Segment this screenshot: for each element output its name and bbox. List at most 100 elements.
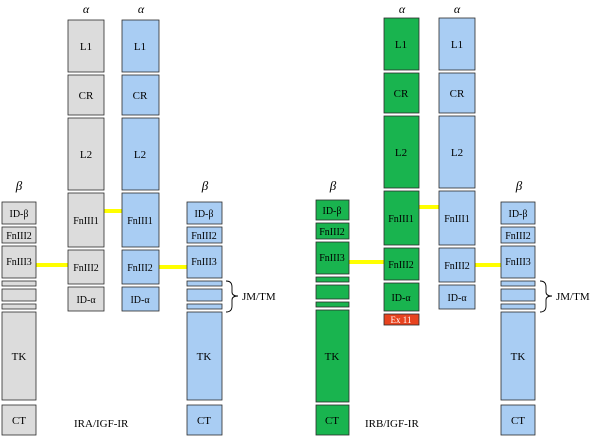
id-alpha-domain [67,286,105,312]
beta-label: β [329,178,337,193]
exon11-label: Ex 11 [391,315,412,325]
fniii2-domain [315,222,350,240]
cr-label: CR [450,88,465,100]
cr-domain [121,74,160,116]
disulfide-bonds [36,205,501,269]
l2-domain [121,117,160,191]
alpha-label: α [138,2,145,16]
id-alpha-label: ID-α [130,295,150,306]
id-alpha-label: ID-α [391,293,411,304]
tm-segment [315,301,350,308]
fniii3-domain [1,245,37,279]
ct-domain [186,404,223,436]
ct-label: CT [511,415,525,427]
irb-beta-chain-green: β ID-β FnIII2 FnIII3 TK CT [315,178,350,436]
l1-domain [121,19,160,73]
id-alpha-label: ID-α [447,293,467,304]
id-beta-domain [186,201,223,225]
fniii1-domain [383,190,420,246]
brace-icon [539,280,553,313]
l1-domain [67,19,105,73]
ira-alpha-chain-gray: α L1 CR L2 FnIII1 FnIII2 ID-α [67,2,105,312]
irb-beta-chain-blue: β ID-β FnIII2 FnIII3 TK CT [500,178,536,436]
fniii2-domain [383,247,420,281]
fniii2-domain [121,249,160,285]
jm-segment-1 [315,276,350,283]
cr-domain [383,72,420,114]
jm-segment-2 [500,288,536,302]
fniii1-label: FnIII1 [444,214,470,225]
brace-icon [225,280,239,313]
fniii1-label: FnIII1 [73,216,99,227]
jmtm-brace-irb: JM/TM [539,280,590,313]
fniii2-domain [1,226,37,244]
fniii3-label: FnIII3 [505,257,531,268]
jm-segment-1 [500,280,536,287]
ct-label: CT [325,415,339,427]
id-beta-domain [315,199,350,221]
exon11-domain [383,313,420,326]
jm-segment-2 [186,288,223,302]
l2-label: L2 [80,149,92,161]
fniii2-domain [67,249,105,285]
jm-segment-1 [1,280,37,287]
fniii2-label: FnIII2 [388,260,414,271]
beta-label: β [201,178,209,193]
tk-domain [186,311,223,401]
jm-segment-2 [1,288,37,302]
cr-label: CR [394,88,409,100]
id-beta-domain [500,201,536,225]
fniii2-label: FnIII2 [319,227,345,238]
l1-domain [383,17,420,71]
ct-label: CT [12,415,26,427]
fniii2-label: FnIII2 [6,231,32,242]
l1-label: L1 [80,41,92,53]
fniii3-domain [315,241,350,275]
fniii2-label: FnIII2 [127,263,153,274]
tk-label: TK [325,351,340,363]
alpha-label: α [399,2,406,16]
jmtm-label: JM/TM [556,291,590,303]
fniii2-label: FnIII2 [191,231,217,242]
beta-label: β [515,178,523,193]
id-alpha-domain [383,282,420,312]
fniii1-domain [438,190,476,246]
id-beta-label: ID-β [10,209,29,220]
ct-domain [500,404,536,436]
cr-label: CR [133,90,148,102]
ct-domain [1,404,37,436]
jmtm-label: JM/TM [242,291,276,303]
l1-domain [438,17,476,71]
l2-domain [67,117,105,191]
fniii3-label: FnIII3 [6,257,32,268]
id-alpha-domain [438,284,476,310]
alpha-label: α [454,2,461,16]
cr-label: CR [79,90,94,102]
tm-segment [186,303,223,310]
irb-alpha-chain-blue: α L1 CR L2 FnIII1 FnIII2 ID-α [438,2,476,310]
tk-domain [1,311,37,401]
ct-label: CT [197,415,211,427]
l1-label: L1 [134,41,146,53]
ira-beta-chain-blue: β ID-β FnIII2 FnIII3 TK CT [186,178,223,436]
id-beta-label: ID-β [195,209,214,220]
fniii1-domain [67,192,105,248]
l2-domain [383,115,420,189]
fniii1-label: FnIII1 [127,216,153,227]
ira-alpha-chain-blue: α L1 CR L2 FnIII1 FnIII2 ID-α [121,2,160,312]
tk-domain [500,311,536,401]
tk-label: TK [511,351,526,363]
tk-label: TK [197,351,212,363]
fniii3-domain [500,245,536,279]
cr-domain [67,74,105,116]
jmtm-brace-ira: JM/TM [225,280,276,313]
fniii2-label: FnIII2 [73,263,99,274]
fniii3-label: FnIII3 [319,253,345,264]
tk-label: TK [12,351,27,363]
id-beta-domain [1,201,37,225]
l1-label: L1 [395,39,407,51]
jm-segment-2 [315,284,350,300]
fniii2-label: FnIII2 [444,261,470,272]
